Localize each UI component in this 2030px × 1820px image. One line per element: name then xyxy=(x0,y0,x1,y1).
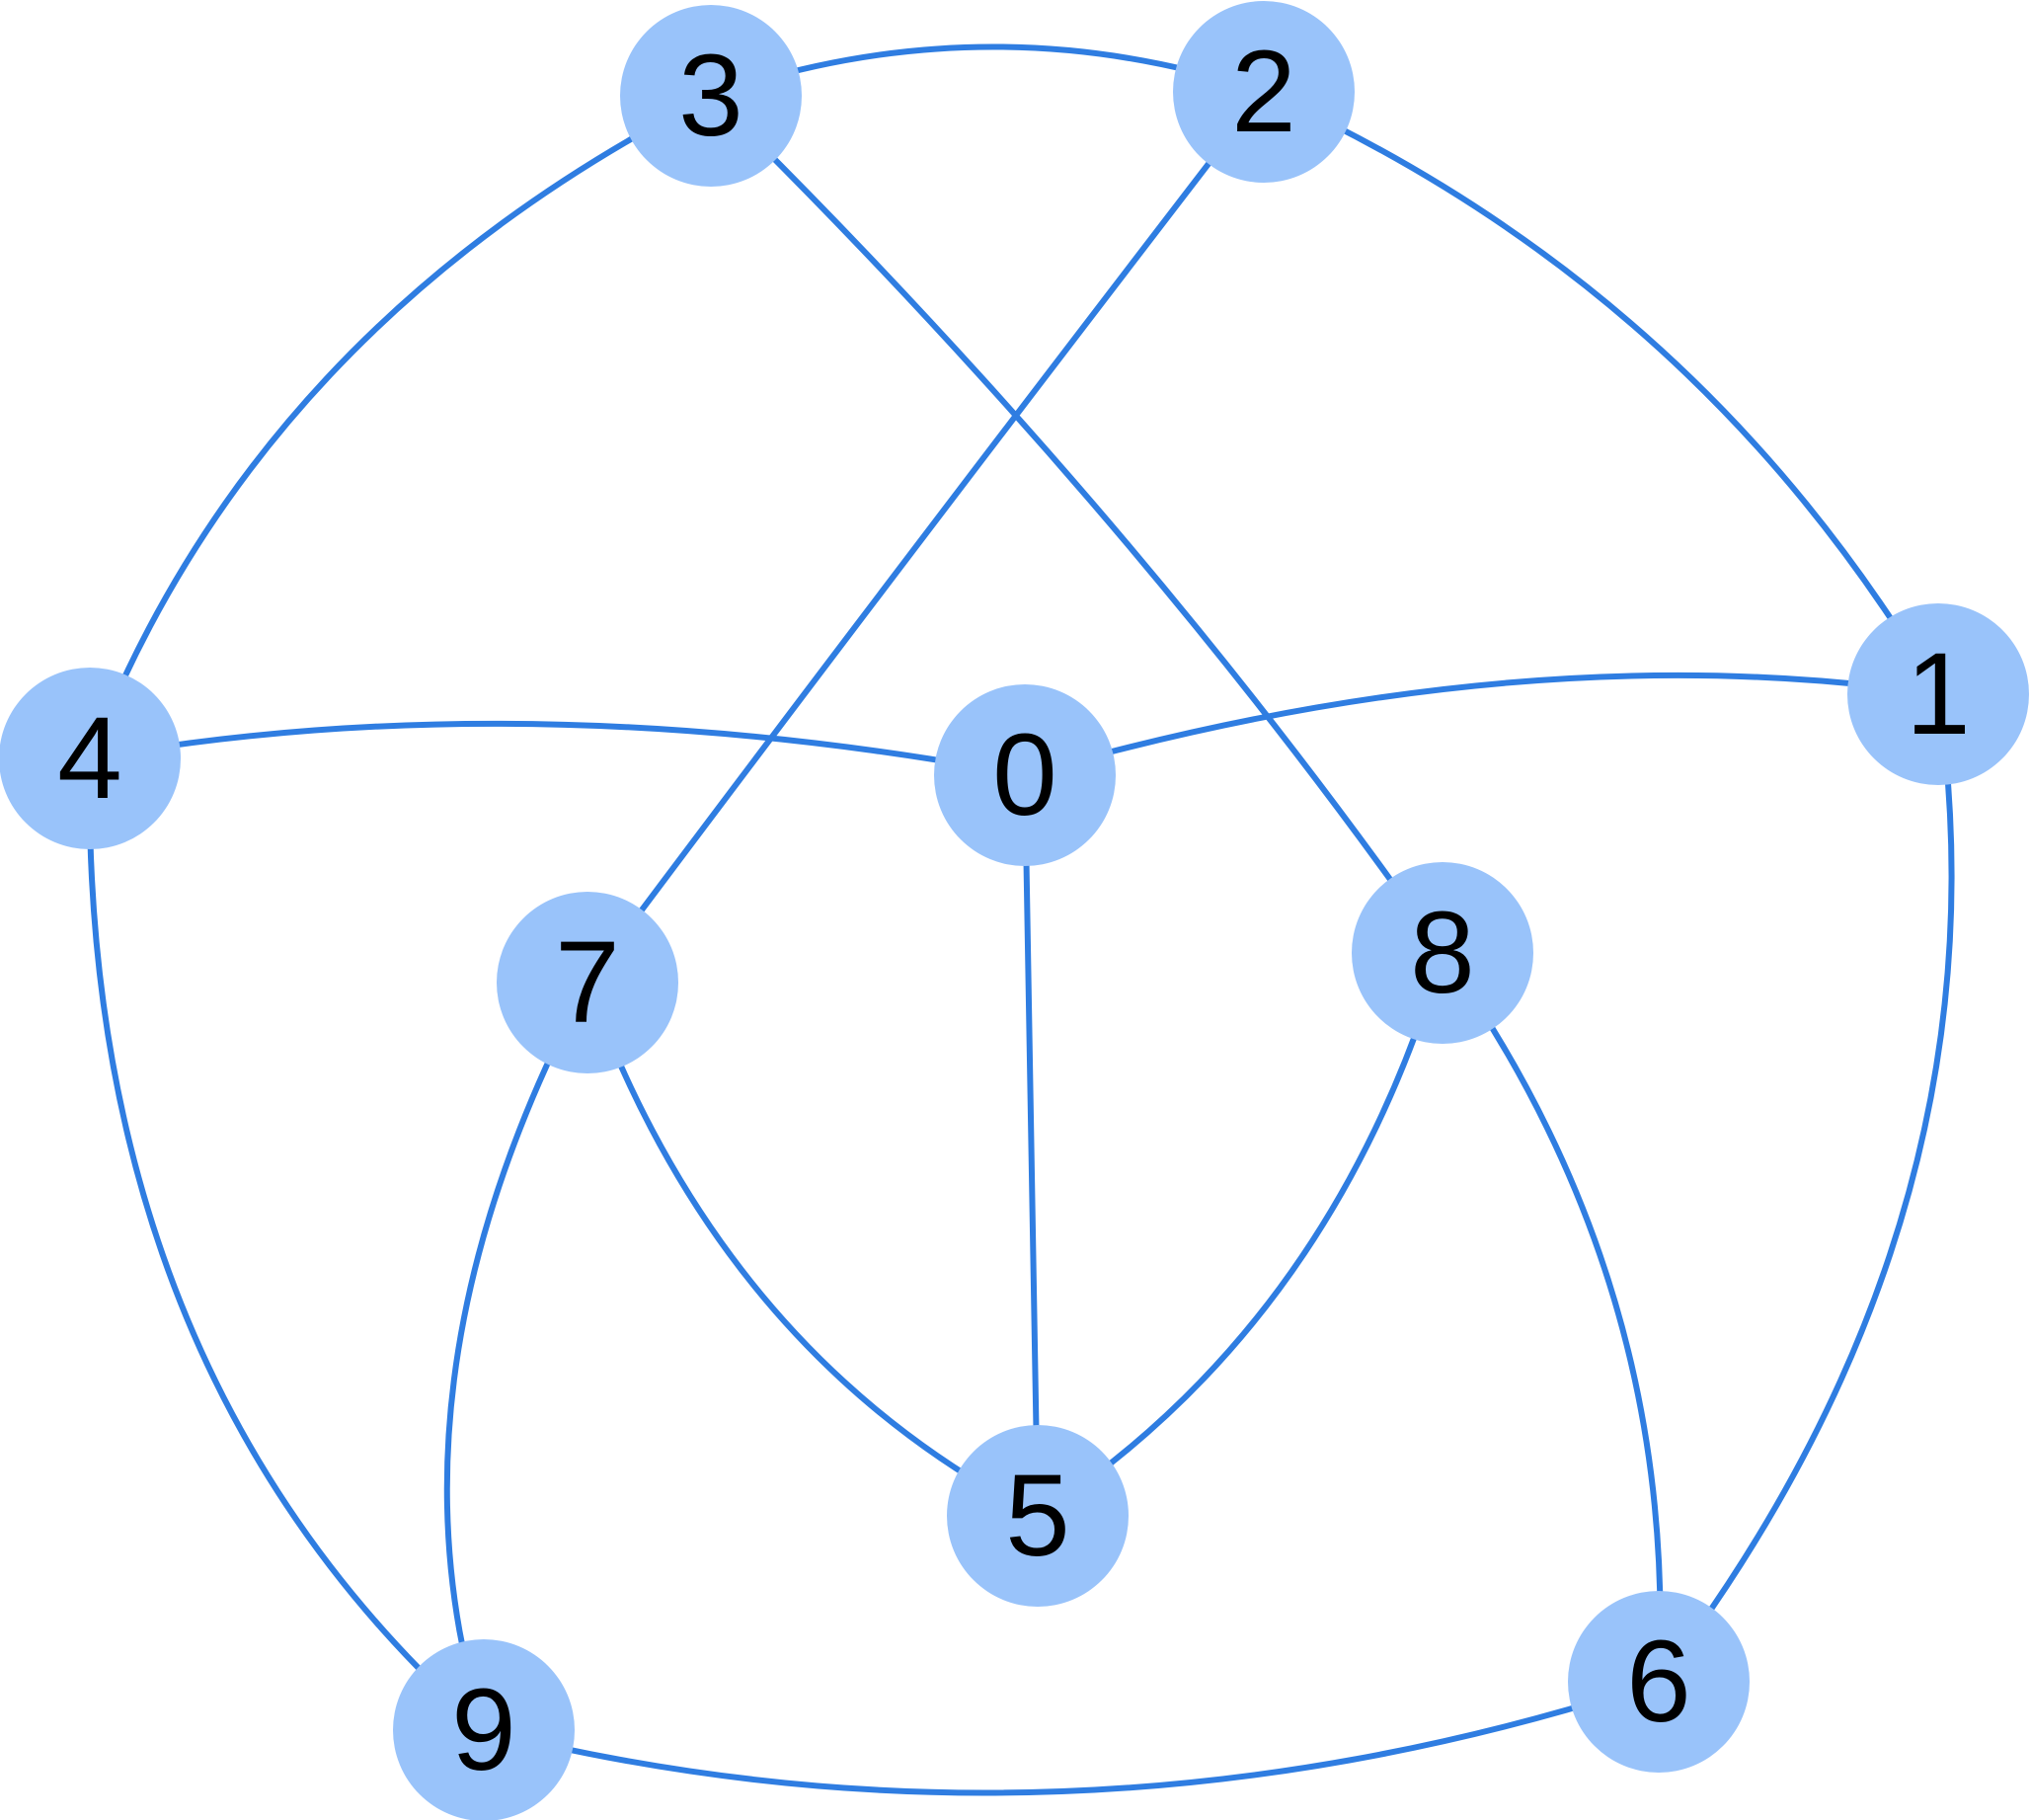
node-circle-6 xyxy=(1568,1591,1750,1773)
edge-7-9 xyxy=(443,980,590,1733)
edge-0-1 xyxy=(1022,672,1941,778)
edge-8-5 xyxy=(1035,950,1445,1519)
edge-1-6 xyxy=(1656,691,1955,1685)
node-circle-8 xyxy=(1352,862,1533,1044)
node-label-0: 0 xyxy=(992,710,1057,840)
node-1: 1 xyxy=(1847,603,2029,785)
node-circle-0 xyxy=(934,684,1116,866)
node-label-2: 2 xyxy=(1231,27,1296,157)
node-circle-9 xyxy=(393,1639,575,1820)
node-5: 5 xyxy=(947,1425,1129,1607)
node-label-6: 6 xyxy=(1626,1617,1691,1747)
node-circle-1 xyxy=(1847,603,2029,785)
node-0: 0 xyxy=(934,684,1116,866)
edge-7-5 xyxy=(585,980,1041,1519)
edge-4-0 xyxy=(87,720,1028,778)
node-3: 3 xyxy=(620,5,802,187)
node-circle-3 xyxy=(620,5,802,187)
node-label-7: 7 xyxy=(555,917,620,1048)
edges-layer xyxy=(86,43,1955,1796)
node-label-1: 1 xyxy=(1906,629,1971,759)
edge-9-6 xyxy=(481,1679,1662,1796)
node-circle-2 xyxy=(1173,1,1355,183)
node-label-9: 9 xyxy=(451,1665,516,1795)
edge-4-9 xyxy=(86,755,487,1733)
edge-8-6 xyxy=(1440,950,1664,1685)
edge-3-8 xyxy=(708,93,1445,956)
node-7: 7 xyxy=(497,892,678,1073)
node-6: 6 xyxy=(1568,1591,1750,1773)
node-4: 4 xyxy=(0,668,181,849)
node-label-4: 4 xyxy=(57,693,122,824)
node-label-8: 8 xyxy=(1410,888,1475,1018)
node-8: 8 xyxy=(1352,862,1533,1044)
node-9: 9 xyxy=(393,1639,575,1820)
node-circle-4 xyxy=(0,668,181,849)
node-label-3: 3 xyxy=(678,31,743,161)
edge-2-7 xyxy=(585,89,1267,986)
node-2: 2 xyxy=(1173,1,1355,183)
node-label-5: 5 xyxy=(1005,1451,1070,1581)
edge-0-5 xyxy=(1022,772,1041,1519)
edge-3-4 xyxy=(87,93,714,761)
edge-2-1 xyxy=(1261,89,1941,697)
node-circle-7 xyxy=(497,892,678,1073)
node-circle-5 xyxy=(947,1425,1129,1607)
